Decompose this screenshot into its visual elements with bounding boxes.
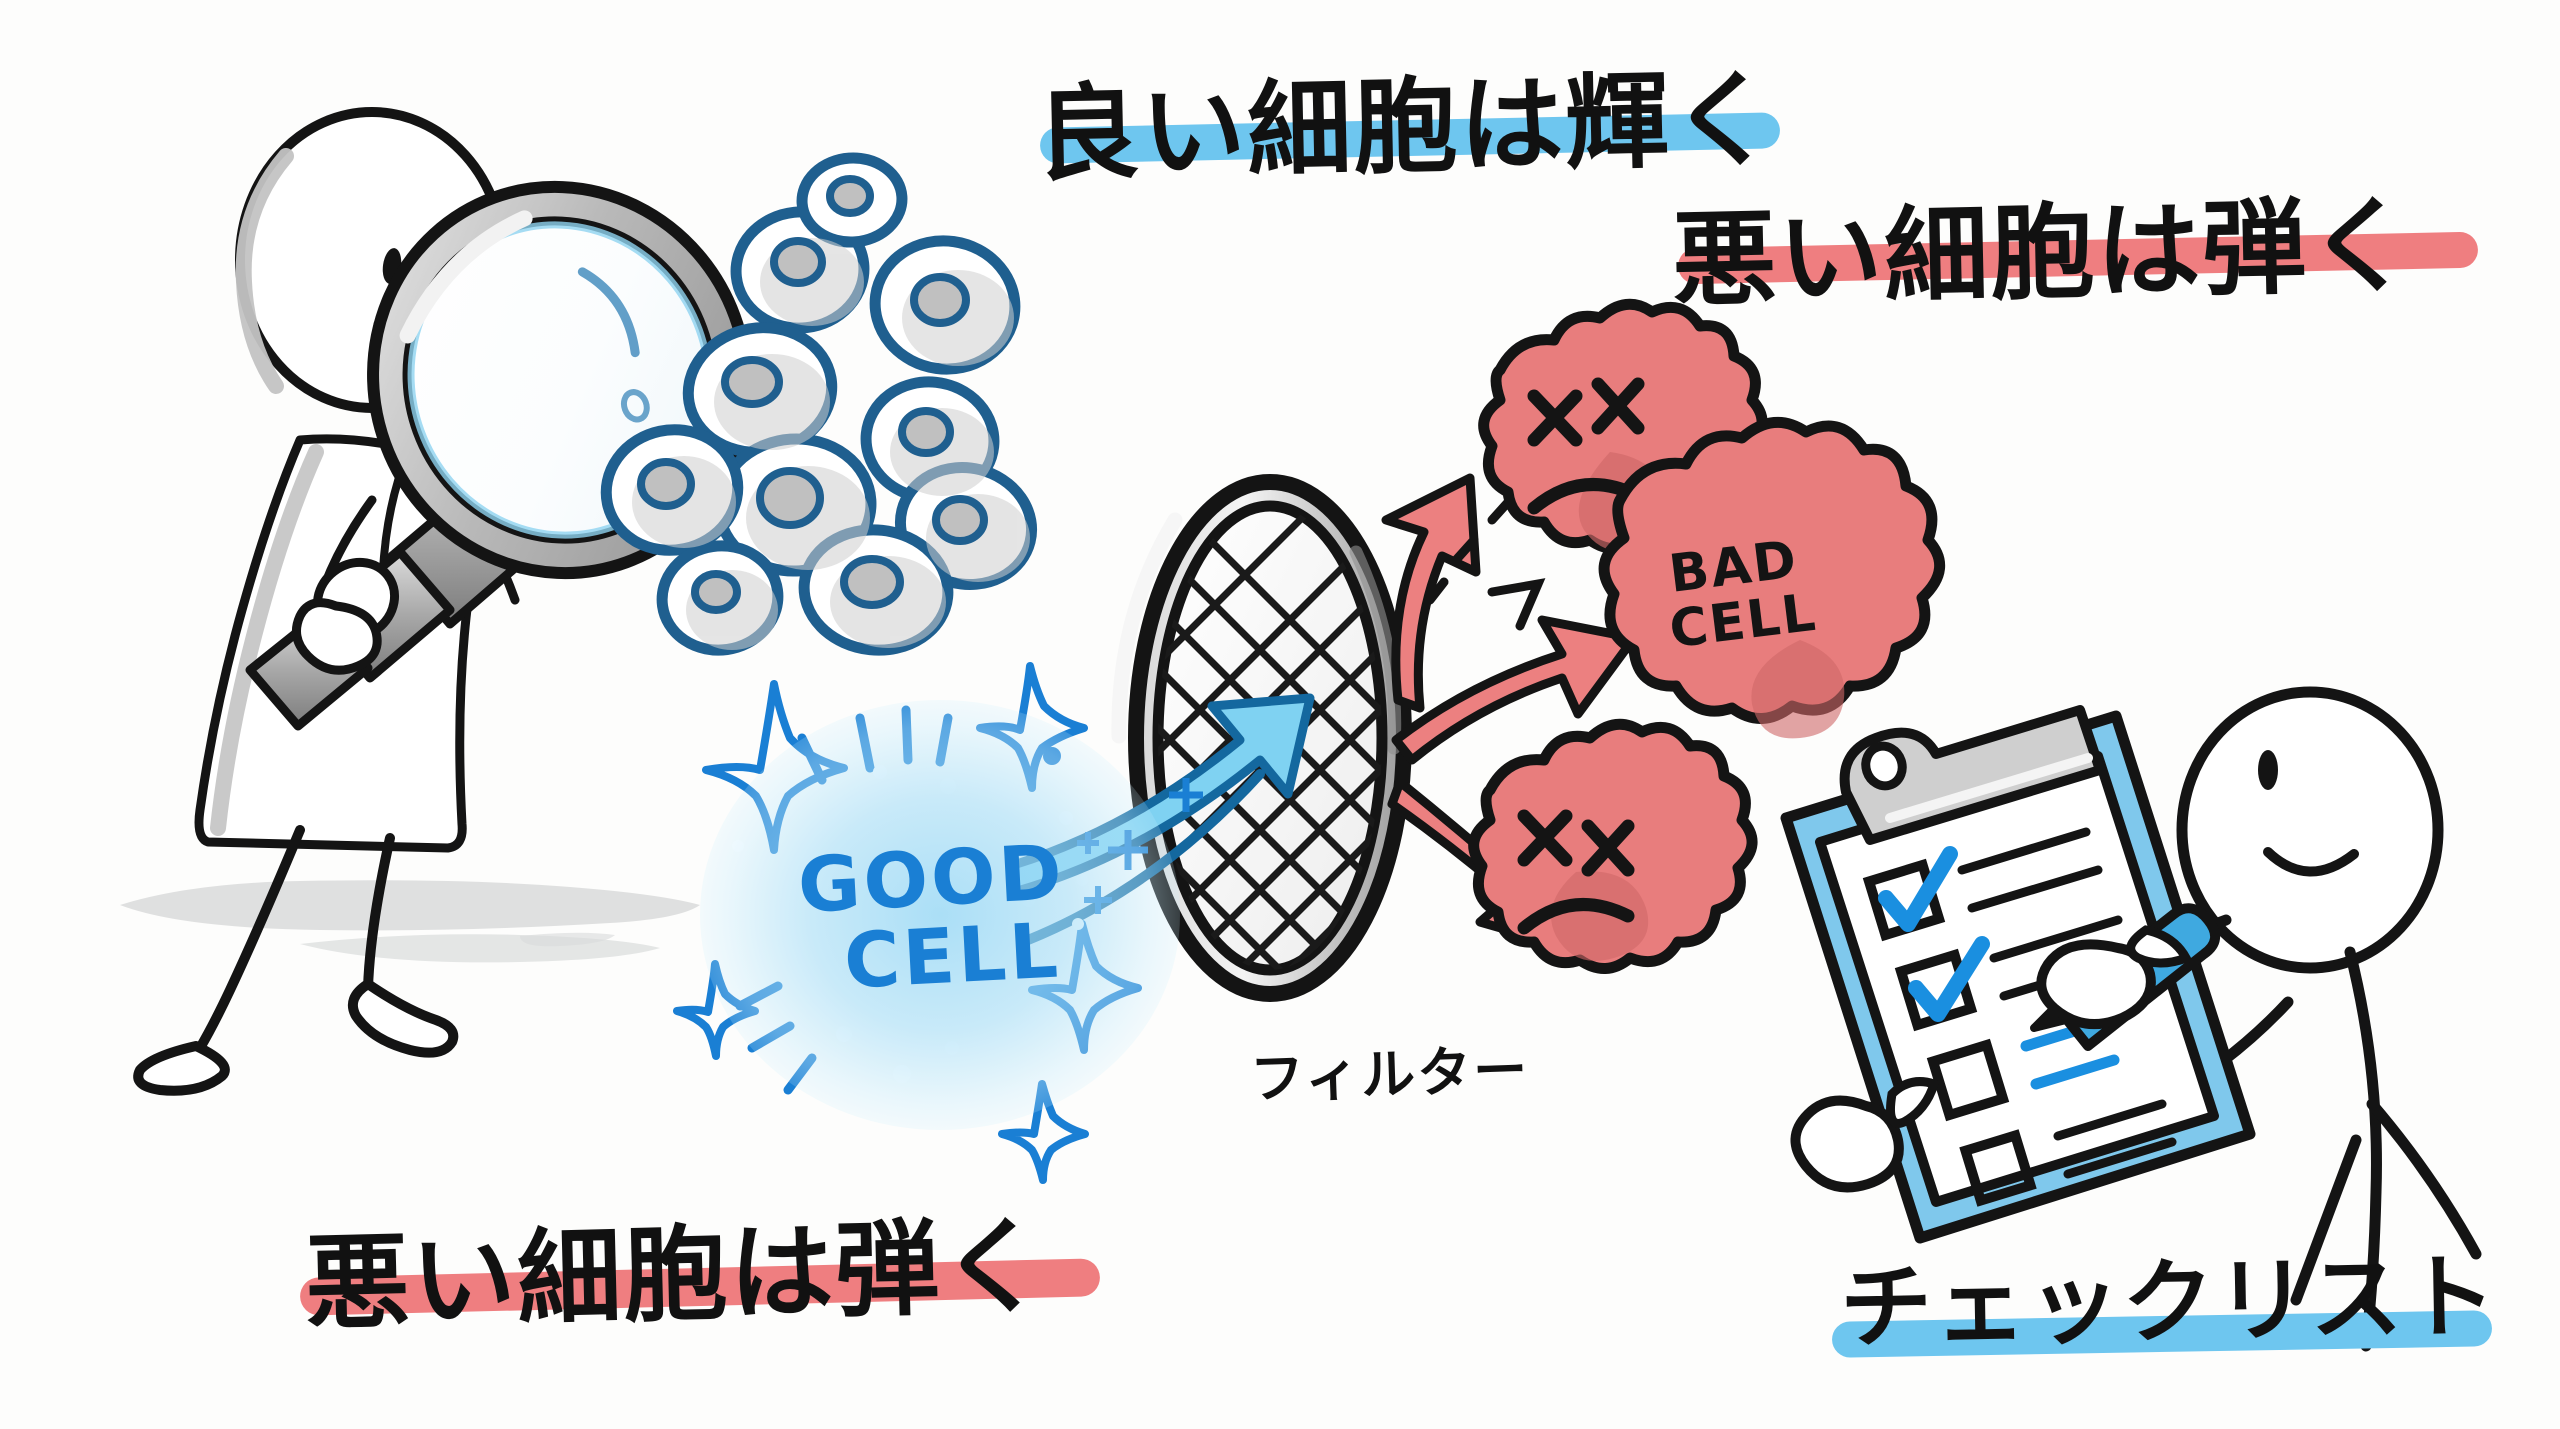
checkbox-4[interactable] — [1959, 1129, 2037, 1207]
scientist-leg-left — [195, 825, 305, 1053]
bad-cell-frown-bottom — [1517, 898, 1635, 935]
heading-checklist: チェックリスト — [1839, 1243, 2500, 1362]
inspector-torso — [2344, 946, 2382, 1352]
pen-stroke-line-2 — [2030, 1054, 2120, 1090]
scientist-leg-right — [363, 833, 395, 993]
checklist-rows — [1862, 827, 2177, 1207]
inspector-with-clipboard — [1780, 686, 2482, 1352]
inspector-hand-lower — [1790, 1095, 1904, 1193]
inspector-hand-pen — [2036, 939, 2156, 1029]
checkbox-3[interactable] — [1926, 1038, 2010, 1122]
label-filter: フィルター — [1249, 1038, 1531, 1111]
good-cell-glow — [700, 700, 1180, 1130]
good-cell-line-2: CELL — [841, 904, 1063, 1006]
bad-cell-label-blob — [1598, 416, 1946, 739]
checkmark-1 — [1878, 846, 1958, 932]
label-good-cell: GOOD CELL — [796, 827, 1070, 1006]
magnifying-glass — [367, 180, 753, 580]
checkmark-2 — [1908, 936, 1990, 1022]
scientist-with-magnifier — [120, 107, 753, 1096]
heading-bad-cells-rejected-bottom: 悪い細胞は弾く — [303, 1204, 1049, 1346]
scientist-hand — [291, 598, 382, 675]
good-cell-cluster — [600, 152, 1038, 656]
heading-bad-cells-rejected-top: 悪い細胞は弾く — [1671, 184, 2416, 322]
label-bad-cell: BAD CELL — [1654, 530, 1820, 660]
bad-cell-bottom — [1468, 718, 1758, 974]
scientist-foot-left — [133, 1041, 230, 1096]
ground-shadow — [120, 880, 700, 963]
inspector-smile — [2263, 847, 2359, 877]
inspector-head — [2176, 686, 2444, 974]
inspector-eye — [2258, 750, 2278, 790]
clipboard-clip — [1839, 705, 2105, 845]
scientist-foot-right — [348, 979, 459, 1058]
heading-good-cells-shine: 良い細胞は輝く — [1034, 58, 1779, 196]
